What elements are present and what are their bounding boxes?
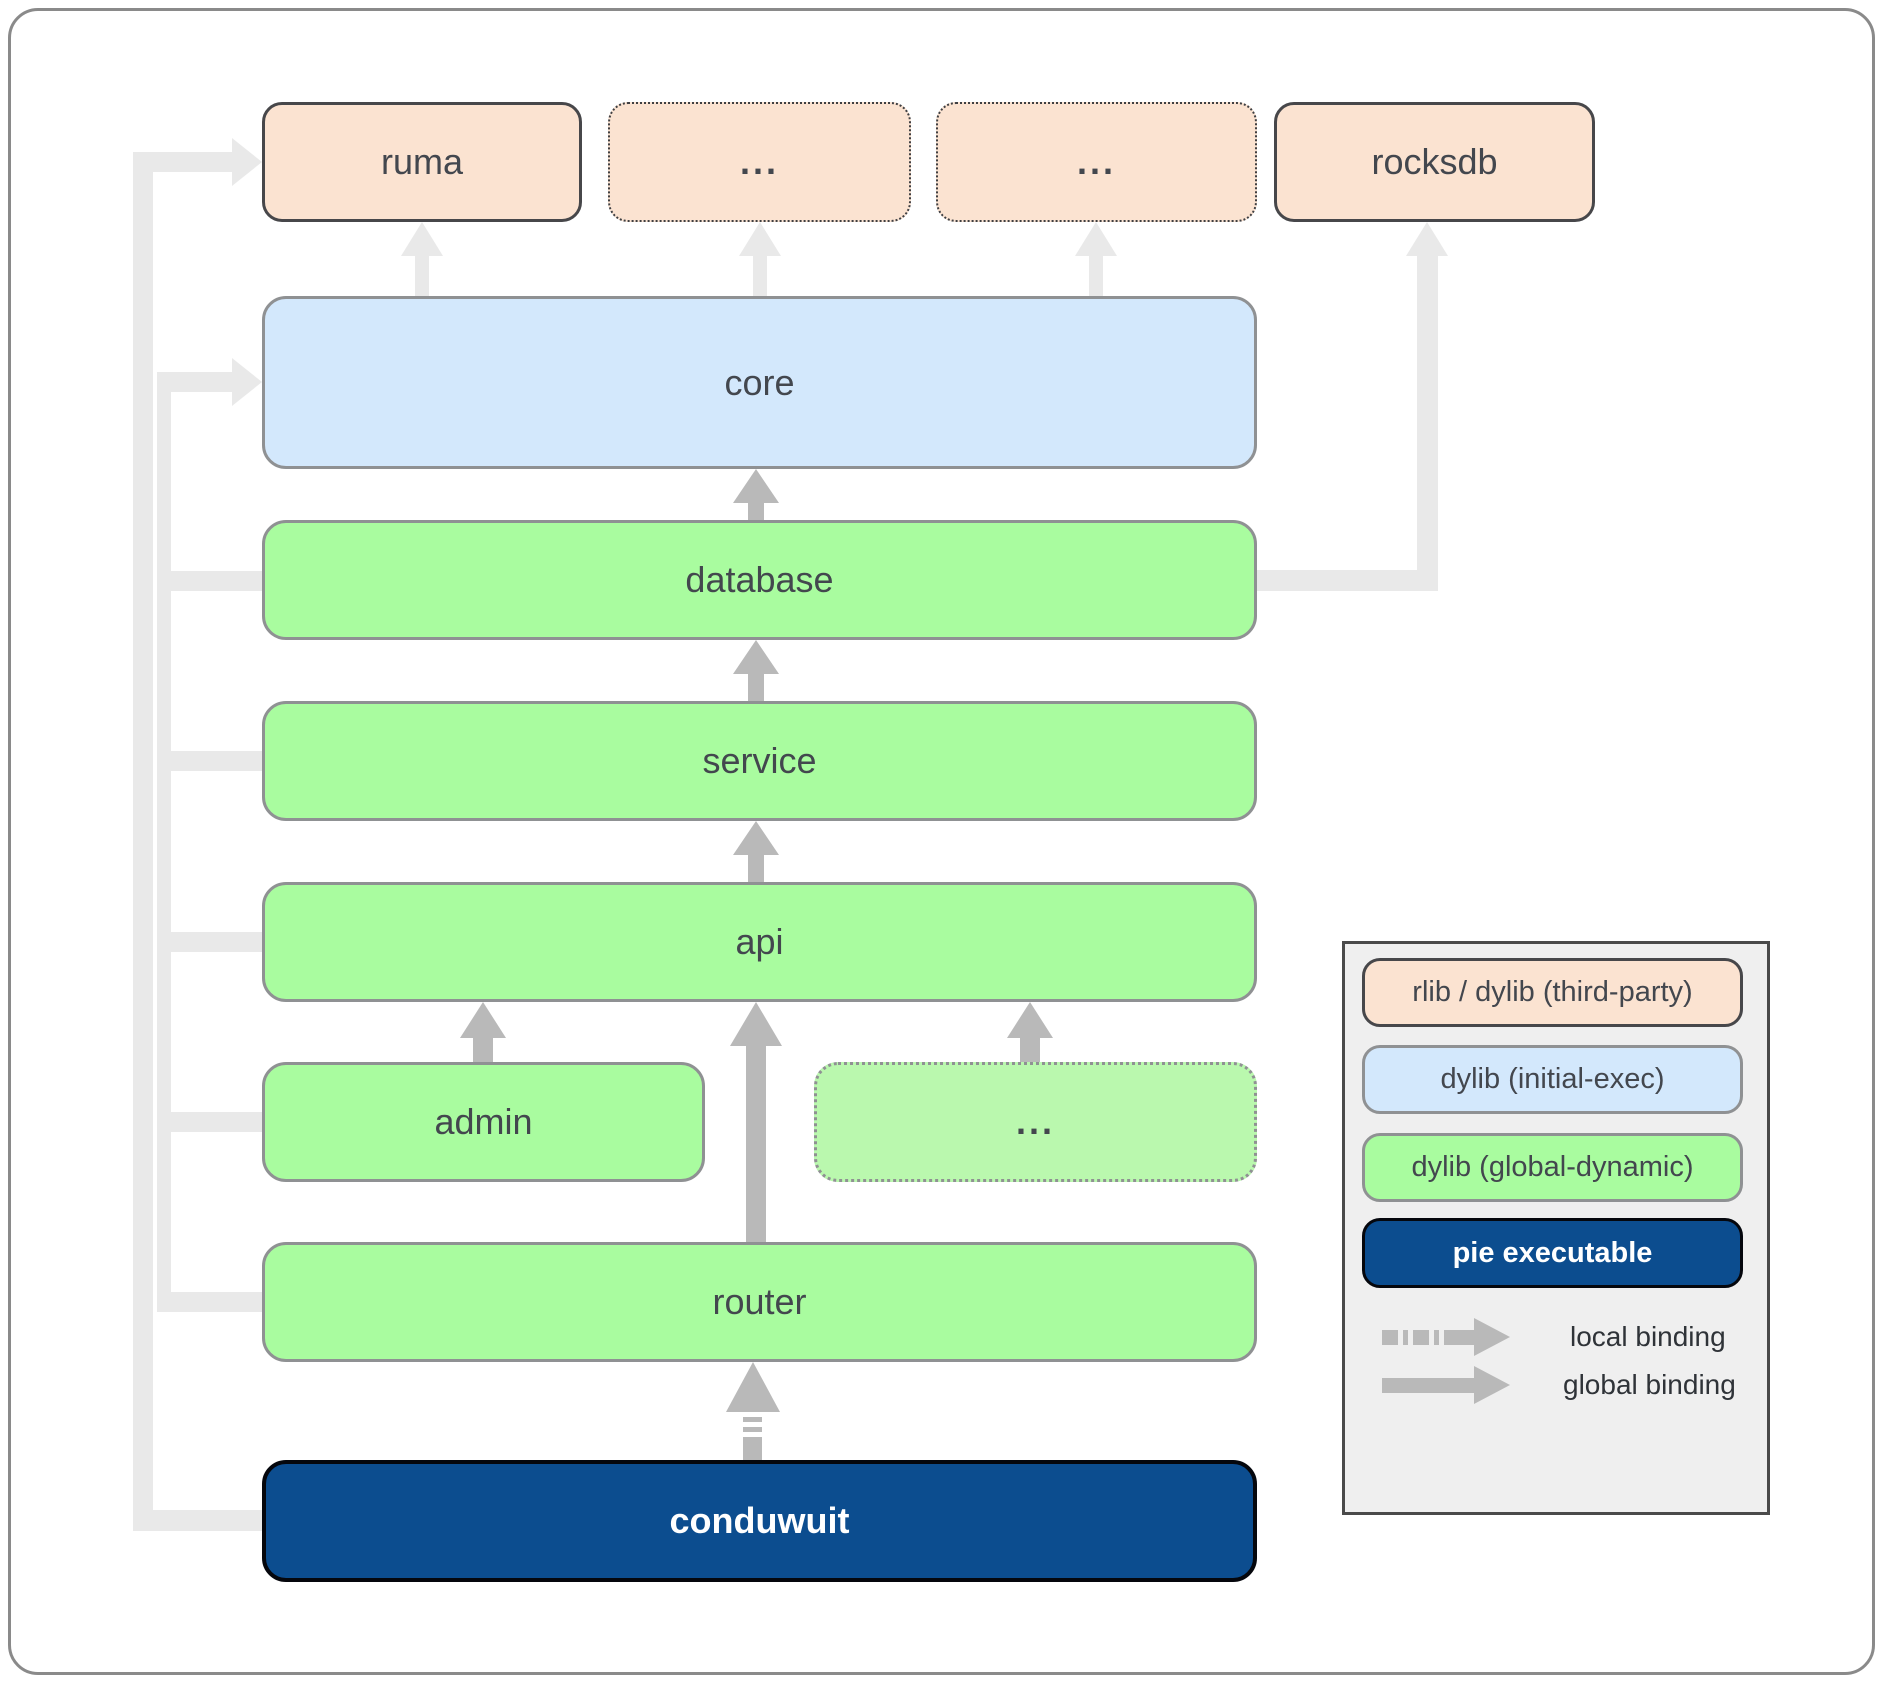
node-third-party-ellipsis-1: ... — [608, 102, 911, 222]
arrow-dots-to-api-shaft — [1020, 1036, 1040, 1062]
legend-pie-executable-label: pie executable — [1452, 1236, 1653, 1269]
legend-global-dynamic-label: dylib (global-dynamic) — [1411, 1151, 1694, 1183]
arrow-admin-to-api-head — [460, 1002, 506, 1038]
stub-api — [171, 932, 262, 952]
arrow-dots-to-api-head — [1007, 1002, 1053, 1038]
arrow-router-to-api-shaft — [746, 1044, 766, 1242]
node-router-label: router — [712, 1281, 807, 1322]
node-service-label: service — [702, 740, 817, 781]
connector-rocksdb-horizontal — [1257, 570, 1438, 591]
node-ellipsis-label: ... — [1015, 1101, 1055, 1142]
node-api: api — [262, 882, 1257, 1002]
legend-local-arrow-dash — [1434, 1330, 1439, 1345]
node-conduwuit-label: conduwuit — [669, 1500, 850, 1541]
connector-rocksdb-vertical — [1417, 248, 1438, 591]
arrowhead-into-core — [232, 358, 262, 406]
legend-global-binding-label: global binding — [1563, 1369, 1736, 1400]
arrow-core-to-dots1-shaft — [753, 254, 767, 296]
legend-third-party-label: rlib / dylib (third-party) — [1412, 976, 1693, 1008]
stub-database — [171, 571, 262, 591]
node-ruma: ruma — [262, 102, 582, 222]
legend-local-arrow-dash — [1413, 1330, 1429, 1345]
arrow-database-to-core-head — [733, 469, 779, 503]
node-ruma-label: ruma — [380, 141, 464, 182]
arrow-service-to-database-shaft — [748, 672, 764, 701]
arrow-api-to-service-shaft — [748, 853, 764, 882]
stub-admin — [171, 1112, 262, 1132]
node-third-party-ellipsis-2: ... — [936, 102, 1257, 222]
arrow-core-to-ruma-head — [401, 222, 443, 256]
arrow-api-to-service-head — [733, 821, 779, 855]
node-database: database — [262, 520, 1257, 640]
stub-service — [171, 751, 262, 771]
arrow-conduwuit-to-router-dash2 — [743, 1427, 762, 1432]
stub-router — [171, 1292, 262, 1312]
connector-outer-top-shaft — [153, 152, 232, 172]
arrowhead-into-ruma — [232, 138, 262, 186]
node-service: service — [262, 701, 1257, 821]
arrow-conduwuit-to-router-dash1 — [743, 1417, 762, 1422]
connector-inner-vertical — [157, 372, 171, 1312]
node-api-label: api — [735, 921, 784, 962]
legend-item-initial-exec: dylib (initial-exec) — [1362, 1045, 1743, 1114]
node-conduwuit: conduwuit — [262, 1460, 1257, 1582]
connector-core-shaft — [171, 372, 232, 392]
legend-local-arrow-head — [1474, 1318, 1510, 1356]
legend-global-arrow-head — [1474, 1366, 1510, 1404]
canvas-frame — [8, 8, 1875, 1675]
legend-item-pie-executable: pie executable — [1362, 1218, 1743, 1288]
arrow-core-to-dots1-head — [739, 222, 781, 256]
arrow-admin-to-api-shaft — [473, 1036, 493, 1062]
connector-outer-bottom-shaft — [153, 1510, 262, 1531]
arrow-database-to-core-shaft — [748, 501, 764, 520]
arrow-conduwuit-to-router-head — [726, 1362, 780, 1412]
legend-global-arrow-shaft — [1382, 1378, 1474, 1393]
node-admin-label: admin — [434, 1101, 533, 1142]
arrowhead-into-rocksdb — [1406, 222, 1448, 256]
connector-outer-vertical — [133, 152, 153, 1531]
legend-local-arrow-shaft — [1444, 1330, 1474, 1345]
node-rocksdb-label: rocksdb — [1371, 141, 1498, 182]
node-admin: admin — [262, 1062, 705, 1182]
node-core-label: core — [724, 361, 795, 403]
arrow-core-to-dots2-head — [1075, 222, 1117, 256]
node-router: router — [262, 1242, 1257, 1362]
node-dylib-ellipsis: ... — [814, 1062, 1257, 1182]
arrow-core-to-ruma-shaft — [415, 254, 429, 296]
node-database-label: database — [685, 559, 834, 600]
node-rocksdb: rocksdb — [1274, 102, 1595, 222]
legend-local-arrow-dash — [1403, 1330, 1408, 1345]
legend-local-arrow-dash — [1382, 1330, 1398, 1345]
arrow-service-to-database-head — [733, 640, 779, 674]
arrow-router-to-api-head — [730, 1002, 782, 1046]
legend-initial-exec-label: dylib (initial-exec) — [1440, 1063, 1665, 1095]
legend-local-binding-label: local binding — [1570, 1321, 1726, 1352]
node-ellipsis-label: ... — [739, 141, 779, 182]
arrow-core-to-dots2-shaft — [1089, 254, 1103, 296]
legend-item-global-dynamic: dylib (global-dynamic) — [1362, 1133, 1743, 1202]
node-core: core — [262, 296, 1257, 469]
node-ellipsis-label: ... — [1076, 141, 1116, 182]
arrow-conduwuit-to-router-shaft — [743, 1437, 762, 1460]
legend-item-third-party: rlib / dylib (third-party) — [1362, 958, 1743, 1027]
